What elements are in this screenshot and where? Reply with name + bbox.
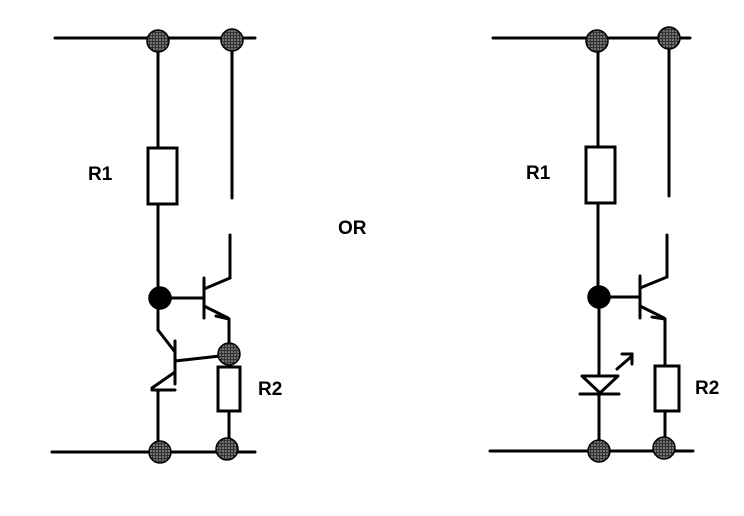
left-node-top-2	[220, 28, 244, 52]
left-q2-collector-leg	[156, 328, 177, 354]
right-circuit	[488, 36, 695, 453]
left-r2-resistor	[216, 365, 242, 413]
left-node-junction	[148, 286, 172, 310]
right-q-emitter-leg	[638, 304, 666, 320]
right-node-top-1	[585, 29, 609, 53]
left-node-top-1	[146, 29, 170, 53]
left-node-bottom-1	[148, 440, 172, 464]
right-led-arrow-head	[620, 352, 634, 366]
left-q1-emitter-leg	[202, 304, 230, 320]
left-r1-resistor	[146, 146, 179, 206]
left-node-r2-top	[217, 342, 241, 366]
left-circuit	[50, 36, 257, 454]
right-node-junction	[587, 285, 611, 309]
left-q2-emitter-leg	[150, 370, 177, 390]
right-node-bottom-1	[587, 439, 611, 463]
left-r2-label: R2	[258, 379, 282, 400]
right-r2-label: R2	[695, 378, 719, 399]
left-node-bottom-2	[215, 437, 239, 461]
or-label: OR	[338, 218, 367, 239]
right-q-emitter-arrow	[650, 315, 667, 321]
right-diode-triangle	[580, 374, 620, 395]
left-nodes	[146, 28, 244, 464]
right-r1-resistor	[584, 145, 617, 205]
left-q1-emitter-arrow	[214, 314, 231, 321]
left-r1-label: R1	[88, 164, 113, 185]
right-q-collector-leg	[638, 275, 669, 290]
right-node-bottom-2	[652, 436, 676, 460]
right-node-top-2	[657, 26, 681, 50]
right-nodes	[585, 26, 681, 463]
right-led-arrow-shaft	[615, 354, 634, 371]
right-r2-resistor	[653, 364, 681, 413]
left-q1-collector-leg	[202, 276, 232, 291]
right-r1-label: R1	[526, 163, 551, 184]
